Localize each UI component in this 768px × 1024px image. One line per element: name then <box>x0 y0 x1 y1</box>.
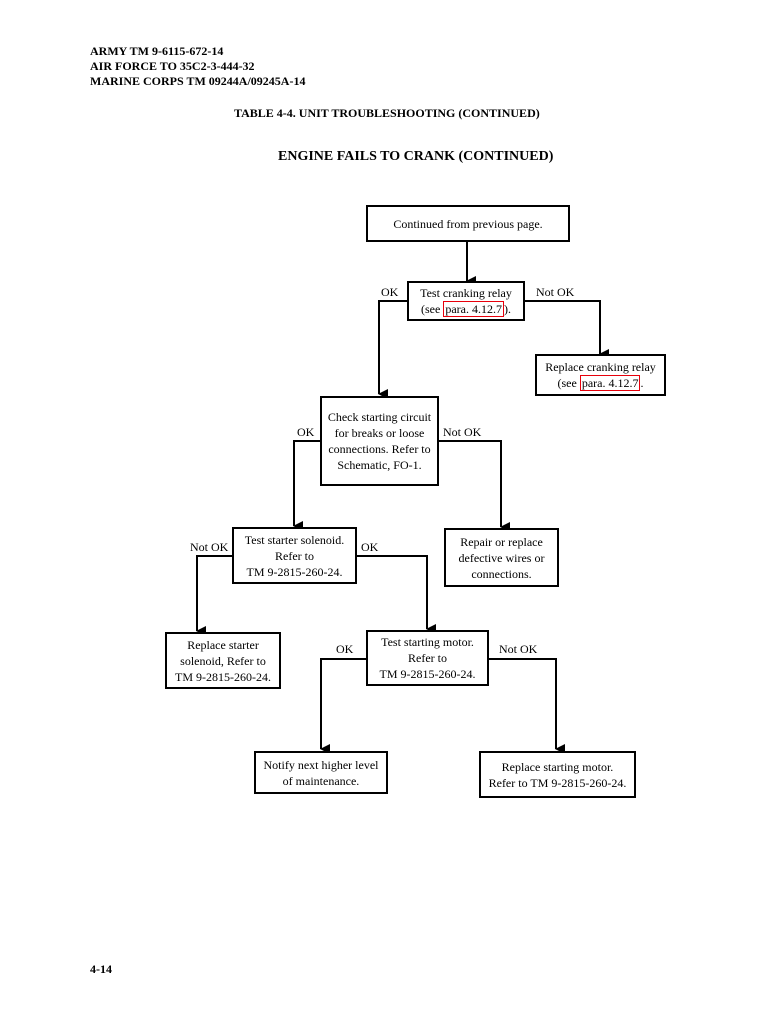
test-motor-line1: Test starting motor. <box>381 635 474 649</box>
test-motor-line3: TM 9-2815-260-24. <box>379 667 476 681</box>
replace-relay-end: . <box>640 376 644 390</box>
test-relay-end: ). <box>503 302 511 316</box>
box-check-starting-circuit: Check starting circuit for breaks or loo… <box>320 396 439 486</box>
check-circuit-line1: Check starting circuit <box>327 410 432 424</box>
label-relay-ok: OK <box>381 285 399 299</box>
header-marine-corps: MARINE CORPS TM 09244A/09245A-14 <box>90 74 306 88</box>
box-repair-wires: Repair or replace defective wires or con… <box>444 528 559 587</box>
check-circuit-line4: Schematic, FO-1. <box>337 458 422 472</box>
check-circuit-line2: for breaks or loose <box>334 426 425 440</box>
box-replace-cranking-relay: Replace cranking relay (see para. 4.12.7… <box>535 354 666 396</box>
label-solenoid-not-ok: Not OK <box>190 540 229 554</box>
box-continued-text: Continued from previous page. <box>393 216 543 231</box>
label-relay-not-ok: Not OK <box>536 285 575 299</box>
page-number: 4-14 <box>90 962 112 976</box>
box-test-starter-solenoid: Test starter solenoid. Refer to TM 9-281… <box>232 527 357 584</box>
label-motor-ok: OK <box>336 642 354 656</box>
test-relay-see: (see <box>421 302 444 316</box>
header-army: ARMY TM 9-6115-672-14 <box>90 44 224 58</box>
arrow-solenoid-not-ok <box>196 555 232 636</box>
notify-line1: Notify next higher level <box>263 757 379 772</box>
replace-solenoid-line2: solenoid, Refer to <box>180 653 266 668</box>
label-solenoid-ok: OK <box>361 540 379 554</box>
arrow-circuit-not-ok <box>438 440 510 532</box>
arrow-motor-not-ok <box>488 658 565 754</box>
replace-relay-line1: Replace cranking relay <box>545 360 656 374</box>
repair-wires-line2: defective wires or <box>458 550 545 565</box>
notify-line2: of maintenance. <box>282 773 360 788</box>
test-solenoid-line3: TM 9-2815-260-24. <box>246 564 343 579</box>
test-motor-line2: Refer to <box>408 651 447 665</box>
test-solenoid-line2: Refer to <box>275 548 314 563</box>
box-notify-maintenance: Notify next higher level of maintenance. <box>254 751 388 794</box>
box-test-starting-motor: Test starting motor. Refer to TM 9-2815-… <box>366 630 489 686</box>
table-title: TABLE 4-4. UNIT TROUBLESHOOTING (CONTINU… <box>234 106 540 120</box>
box-replace-starting-motor: Replace starting motor. Refer to TM 9-28… <box>479 751 636 798</box>
test-solenoid-line1: Test starter solenoid. <box>244 532 345 547</box>
replace-relay-para-link[interactable]: para. 4.12.7 <box>579 375 641 391</box>
doc-header: ARMY TM 9-6115-672-14 AIR FORCE TO 35C2-… <box>90 44 305 89</box>
replace-motor-line1: Replace starting motor. <box>501 759 614 774</box>
arrow-relay-not-ok <box>524 300 609 359</box>
replace-relay-see: (see <box>557 376 580 390</box>
replace-relay-line2: (see para. 4.12.7. <box>557 375 644 391</box>
arrow-relay-ok <box>378 300 407 399</box>
label-circuit-not-ok: Not OK <box>443 425 482 439</box>
check-circuit-line3: connections. Refer to <box>328 442 431 456</box>
header-air-force: AIR FORCE TO 35C2-3-444-32 <box>90 59 255 73</box>
test-relay-line2: (see para. 4.12.7). <box>421 301 511 317</box>
arrow-motor-ok <box>320 658 366 754</box>
section-title: ENGINE FAILS TO CRANK (CONTINUED) <box>278 149 554 164</box>
label-circuit-ok: OK <box>297 425 315 439</box>
replace-solenoid-line1: Replace starter <box>187 637 259 652</box>
box-test-cranking-relay: Test cranking relay (see para. 4.12.7). <box>407 281 525 321</box>
test-relay-para-link[interactable]: para. 4.12.7 <box>443 301 504 317</box>
box-replace-starter-solenoid: Replace starter solenoid, Refer to TM 9-… <box>165 632 281 689</box>
arrow-circuit-ok <box>293 440 321 531</box>
test-relay-line1: Test cranking relay <box>420 286 512 300</box>
repair-wires-line3: connections. <box>471 566 532 581</box>
label-motor-not-ok: Not OK <box>499 642 538 656</box>
replace-solenoid-line3: TM 9-2815-260-24. <box>175 669 271 684</box>
repair-wires-line1: Repair or replace <box>460 534 543 549</box>
box-continued-from-previous: Continued from previous page. <box>366 205 570 242</box>
replace-motor-line2: Refer to TM 9-2815-260-24. <box>488 775 627 790</box>
arrow-solenoid-ok <box>356 555 436 634</box>
